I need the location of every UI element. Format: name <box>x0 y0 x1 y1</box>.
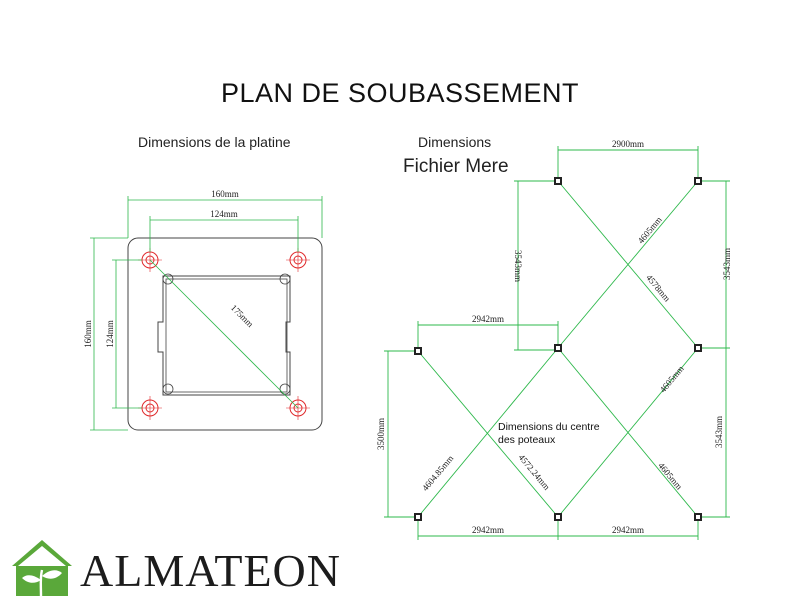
post-outline <box>157 275 291 396</box>
dim-diag-lower-3: 4604.85mm <box>420 453 455 493</box>
platine-caption: Dimensions de la platine <box>138 134 291 150</box>
plan-caption: Dimensions <box>418 134 492 150</box>
post-marker <box>694 177 702 185</box>
house-leaf-icon <box>12 540 72 597</box>
dim-diag-lower-1: 4605mm <box>658 364 686 395</box>
dim-mid-width: 2942mm <box>472 314 504 324</box>
base-plate-drawing: 160mm 124mm 160mm 124mm 175mm <box>83 189 323 431</box>
post-marker <box>694 344 702 352</box>
dim-right-lower-height: 3543mm <box>714 416 724 448</box>
dim-diag-lower-4: 4572.24mm <box>517 452 552 492</box>
dim-diag-lower-2: 4605mm <box>656 461 684 492</box>
plan-note-line1: Dimensions du centre <box>498 421 600 433</box>
post-marker <box>414 513 422 521</box>
plate-outline <box>127 237 323 431</box>
dim-left-upper-height: 3543mm <box>513 250 523 282</box>
weld-circle <box>279 383 291 395</box>
plan-note-line2: des poteaux <box>498 434 556 446</box>
weld-circle <box>162 383 174 395</box>
logo-wordmark: ALMATEON <box>80 545 341 596</box>
post-marker <box>554 177 562 185</box>
dim-left-lower-height: 3500mm <box>376 418 386 450</box>
post-inner-outline <box>165 278 288 393</box>
dim-plate-width: 160mm <box>211 189 239 199</box>
post-marker <box>554 513 562 521</box>
post-marker <box>554 344 562 352</box>
dim-plate-inner-width: 124mm <box>210 209 238 219</box>
dim-right-upper-height: 3543mm <box>722 248 732 280</box>
dim-plate-diagonal: 175mm <box>229 303 256 330</box>
dim-top-width: 2900mm <box>612 139 644 149</box>
page-title: PLAN DE SOUBASSEMENT <box>220 78 580 108</box>
post-marker <box>414 347 422 355</box>
post-marker <box>694 513 702 521</box>
weld-circle <box>162 273 174 285</box>
dim-plate-inner-height: 124mm <box>105 320 115 348</box>
foundation-plan: 2900mm 3543mm 3543mm 4605mm 4578mm 2942m… <box>376 139 732 540</box>
plan-subcaption: Fichier Mere <box>403 156 509 177</box>
dim-diag-upper-2: 4578mm <box>644 273 672 304</box>
dim-plate-height: 160mm <box>83 320 93 348</box>
weld-circle <box>279 273 291 285</box>
dim-bottom-right-width: 2942mm <box>612 525 644 535</box>
dim-bottom-left-width: 2942mm <box>472 525 504 535</box>
dim-diag-upper-1: 4605mm <box>636 215 664 246</box>
